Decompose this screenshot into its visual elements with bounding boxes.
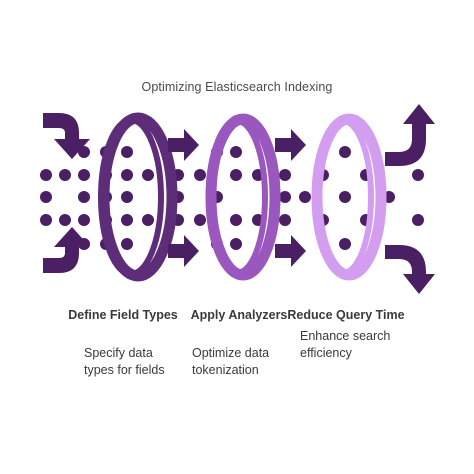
particle-dot xyxy=(230,238,242,250)
particle-dot xyxy=(121,214,133,226)
curved-arrow-out-bottom-icon xyxy=(385,245,435,294)
curved-arrow-out-top-icon xyxy=(385,104,435,166)
arrow-right-icon xyxy=(168,235,199,267)
particle-dot xyxy=(59,214,71,226)
particle-dot xyxy=(78,191,90,203)
particle-dot xyxy=(230,169,242,181)
step-description: Specify data types for fields xyxy=(84,346,165,377)
arrow-right-icon xyxy=(168,129,199,161)
curved-arrow-in-top-icon xyxy=(43,113,90,159)
particle-dot xyxy=(230,146,242,158)
step-title: Define Field Types xyxy=(68,308,178,322)
particle-dot xyxy=(78,214,90,226)
particle-dot xyxy=(78,169,90,181)
particle-dot xyxy=(412,169,424,181)
particle-dot xyxy=(339,238,351,250)
filter-ring-3 xyxy=(311,113,387,281)
arrow-right-icon xyxy=(275,129,306,161)
step-title: Apply Analyzers xyxy=(190,308,288,322)
step-title: Reduce Query Time xyxy=(287,308,405,322)
step-description: Enhance search efficiency xyxy=(300,329,391,360)
particle-dot xyxy=(194,169,206,181)
particle-dot xyxy=(121,191,133,203)
particle-dot xyxy=(121,146,133,158)
particle-dot xyxy=(230,214,242,226)
filter-ring-1 xyxy=(98,112,178,282)
step-reduce-query-time: Reduce Query Time Enhance search efficie… xyxy=(286,307,406,362)
arrow-right-icon xyxy=(275,235,306,267)
particle-dot xyxy=(40,169,52,181)
particle-dot xyxy=(59,169,71,181)
particle-dot xyxy=(412,214,424,226)
particle-dot xyxy=(121,238,133,250)
particle-dot xyxy=(279,214,291,226)
filter-ring-2 xyxy=(205,113,281,281)
step-description: Optimize data tokenization xyxy=(192,346,270,377)
particle-dot xyxy=(339,191,351,203)
curved-arrow-in-bottom-icon xyxy=(43,227,90,273)
particle-dot xyxy=(299,191,311,203)
particle-dot xyxy=(142,169,154,181)
particle-dot xyxy=(339,146,351,158)
particle-dot xyxy=(142,214,154,226)
step-define-field-types: Define Field Types Specify data types fo… xyxy=(63,307,183,379)
particle-dot xyxy=(279,191,291,203)
particle-dot xyxy=(40,214,52,226)
step-apply-analyzers: Apply Analyzers Optimize data tokenizati… xyxy=(179,307,299,379)
particle-dot xyxy=(121,169,133,181)
particle-dot xyxy=(194,214,206,226)
diagram-title: Optimizing Elasticsearch Indexing xyxy=(141,80,333,94)
particle-dot xyxy=(40,191,52,203)
particle-dot xyxy=(279,169,291,181)
